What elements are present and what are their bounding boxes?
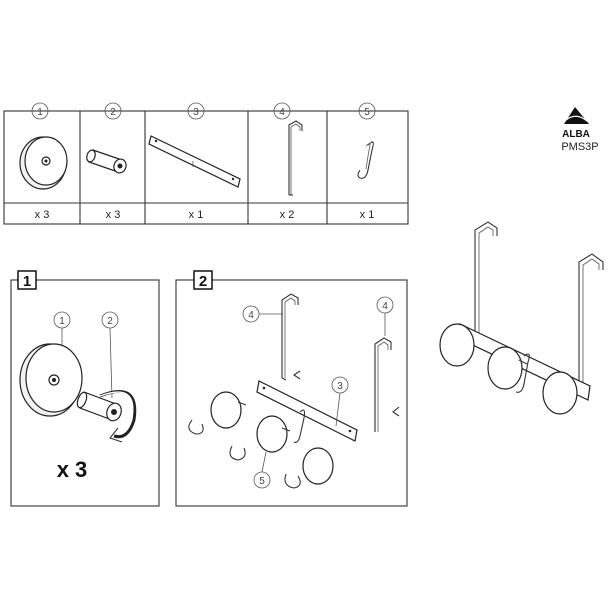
insert-arrow-icon <box>293 370 301 380</box>
rotate-arrow-icon <box>229 445 246 461</box>
step-2-callout-3: 3 <box>337 381 343 392</box>
rotate-arrow-icon <box>109 427 123 443</box>
part-5-hook-drawing <box>357 141 374 179</box>
svg-text:4: 4 <box>279 107 285 118</box>
assembled-product-drawing <box>439 221 604 415</box>
part-qty-3: x 1 <box>189 209 204 221</box>
rotate-arrow-icon <box>284 473 301 489</box>
step-1-multiplier: x 3 <box>57 457 88 482</box>
step-2-number: 2 <box>199 273 207 290</box>
part-3-bar-drawing <box>148 135 241 188</box>
insert-arrow-icon <box>392 406 400 417</box>
part-1-knob-drawing <box>19 136 68 190</box>
part-4-bracket-drawing <box>288 120 303 196</box>
step-1-number: 1 <box>23 273 31 290</box>
rotate-arrow-icon <box>188 419 204 435</box>
triangle-logo-icon <box>564 107 589 124</box>
model-code: PMS3P <box>561 141 598 153</box>
step-1-panel: 1 1 2 x 3 <box>10 270 160 507</box>
step-1-callout-2: 2 <box>107 316 113 327</box>
svg-text:ALBA: ALBA <box>562 129 590 140</box>
part-qty-4: x 2 <box>280 209 295 221</box>
step-1-callout-1: 1 <box>59 316 65 327</box>
svg-text:5: 5 <box>364 107 370 118</box>
part-number-5: 5 <box>358 102 376 120</box>
step-2-callout-5: 5 <box>259 476 265 487</box>
svg-text:3: 3 <box>193 107 199 118</box>
svg-text:1: 1 <box>37 107 43 118</box>
step-2-panel: 2 4 4 3 <box>175 270 408 507</box>
part-number-2: 2 <box>104 102 122 120</box>
step-2-callout-4-right: 4 <box>382 301 388 312</box>
part-number-1: 1 <box>31 102 49 120</box>
svg-text:2: 2 <box>110 107 116 118</box>
part-qty-2: x 3 <box>106 209 121 221</box>
part-qty-5: x 1 <box>360 209 375 221</box>
step-2-callout-4-left: 4 <box>248 310 254 321</box>
part-number-4: 4 <box>273 102 291 120</box>
part-2-spacer-drawing <box>86 149 127 174</box>
parts-table <box>3 110 409 225</box>
part-number-3: 3 <box>187 102 205 120</box>
brand-logo: ALBA PMS3P <box>561 107 599 153</box>
part-qty-1: x 3 <box>35 209 50 221</box>
